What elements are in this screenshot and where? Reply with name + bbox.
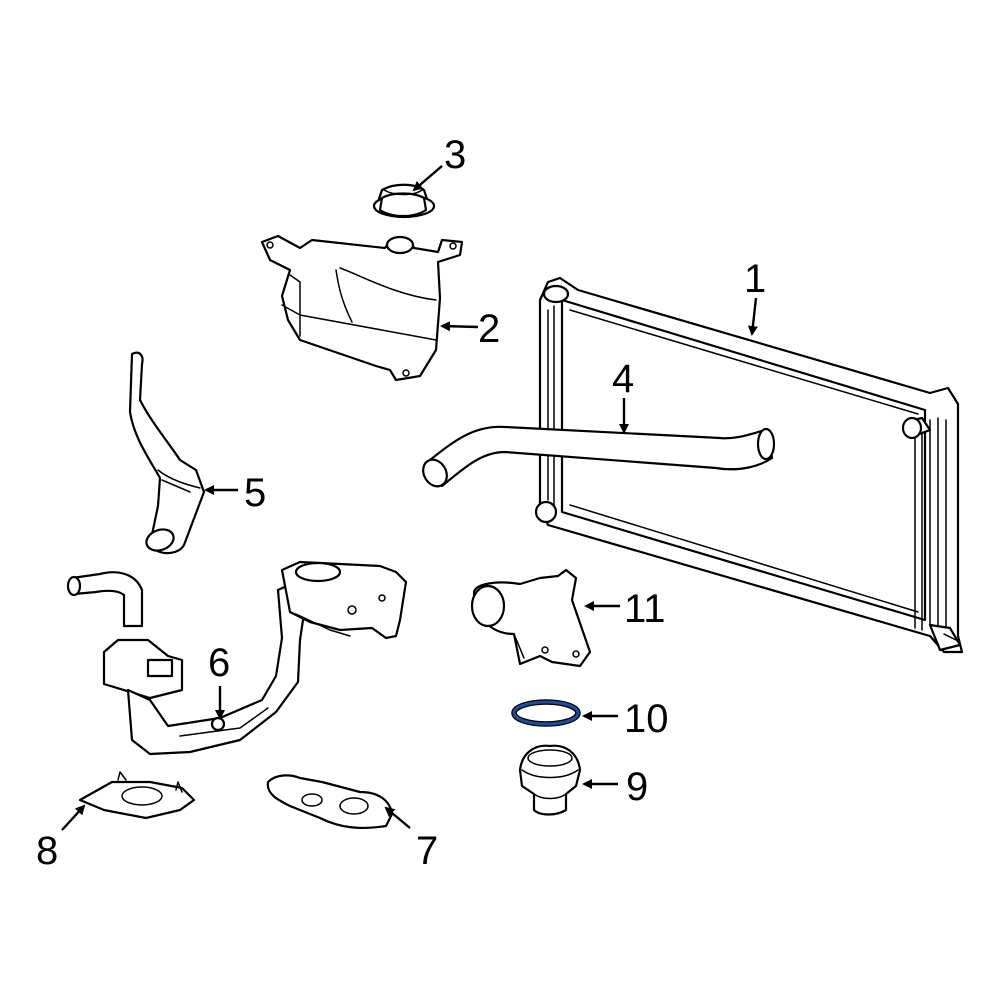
callout-11[interactable]: 11 <box>624 587 666 631</box>
callout-4[interactable]: 4 <box>612 357 634 401</box>
arrow-7 <box>384 806 411 829</box>
callout-8[interactable]: 8 <box>36 829 58 873</box>
callout-9[interactable]: 9 <box>626 765 648 809</box>
thermostat-seal[interactable] <box>511 699 581 727</box>
coolant-overflow-tank[interactable] <box>260 234 464 382</box>
callout-3[interactable]: 3 <box>444 133 466 177</box>
tank-cap[interactable] <box>372 183 436 219</box>
callout-numbers: 1 2 3 4 5 6 7 8 9 10 11 <box>36 133 766 873</box>
callout-10[interactable]: 10 <box>624 697 669 741</box>
outlet-gasket-rear[interactable] <box>266 774 394 830</box>
callout-6[interactable]: 6 <box>208 641 230 685</box>
thermostat[interactable] <box>518 744 582 816</box>
arrow-8 <box>61 804 86 831</box>
outlet-gasket-front[interactable] <box>78 771 196 820</box>
arrow-3 <box>412 165 443 192</box>
callout-1[interactable]: 1 <box>744 257 766 301</box>
callout-arrows <box>61 165 758 831</box>
arrow-1 <box>747 297 758 336</box>
callout-7[interactable]: 7 <box>416 829 438 873</box>
callout-2[interactable]: 2 <box>478 307 500 351</box>
upper-radiator-hose[interactable] <box>418 425 776 491</box>
water-outlet[interactable] <box>66 560 408 756</box>
callout-5[interactable]: 5 <box>244 471 266 515</box>
bypass-hose[interactable] <box>128 351 206 555</box>
arrow-2 <box>440 321 479 332</box>
thermostat-housing[interactable] <box>470 568 592 668</box>
